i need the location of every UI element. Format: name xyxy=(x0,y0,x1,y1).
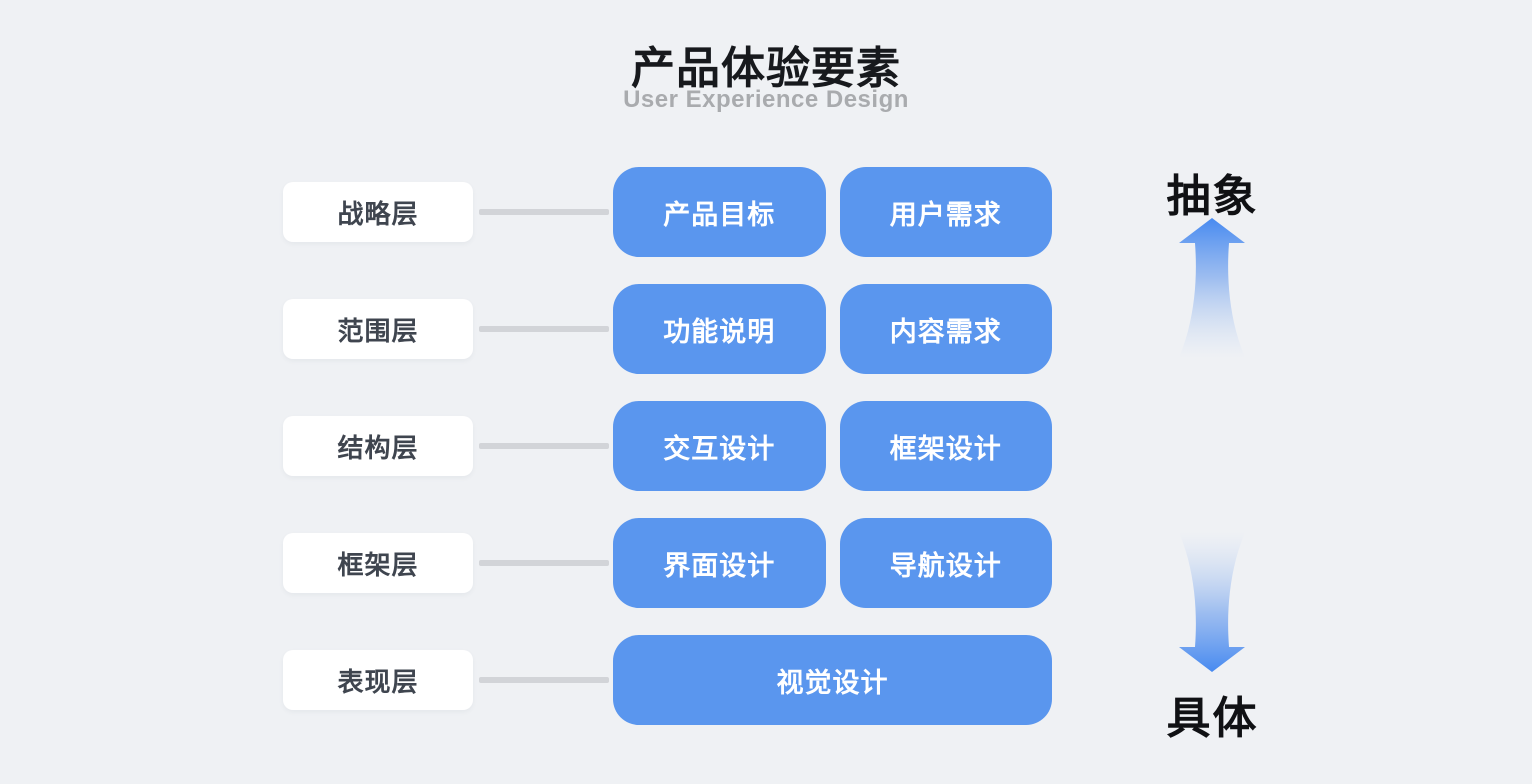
layer-label-scope: 范围层 xyxy=(283,299,473,359)
card-user-needs: 用户需求 xyxy=(839,167,1052,257)
row-strategy: 战略层 产品目标 用户需求 xyxy=(283,167,1052,257)
connector-line xyxy=(479,677,609,683)
row-scope: 范围层 功能说明 内容需求 xyxy=(283,284,1052,374)
card-functional-specs: 功能说明 xyxy=(613,284,826,374)
cards-surface: 视觉设计 xyxy=(613,635,1052,725)
cards-skeleton: 界面设计 导航设计 xyxy=(613,518,1052,608)
layer-label-surface: 表现层 xyxy=(283,650,473,710)
axis-label-concrete: 具体 xyxy=(1166,694,1259,743)
cards-strategy: 产品目标 用户需求 xyxy=(613,167,1052,257)
card-navigation-design: 导航设计 xyxy=(839,518,1052,608)
connector-line xyxy=(479,560,609,566)
card-framework-design: 框架设计 xyxy=(839,401,1052,491)
row-surface: 表现层 视觉设计 xyxy=(283,635,1052,725)
connector-line xyxy=(479,209,609,215)
layer-rows: 战略层 产品目标 用户需求 范围层 功能说明 内容需求 结构层 交互设计 框架设… xyxy=(283,167,1052,725)
down-arrow-icon xyxy=(1179,532,1245,672)
layer-label-strategy: 战略层 xyxy=(283,182,473,242)
row-structure: 结构层 交互设计 框架设计 xyxy=(283,401,1052,491)
cards-scope: 功能说明 内容需求 xyxy=(613,284,1052,374)
card-interface-design: 界面设计 xyxy=(613,518,826,608)
card-content-requirements: 内容需求 xyxy=(839,284,1052,374)
connector-line xyxy=(479,326,609,332)
axis-label-abstract: 抽象 xyxy=(1166,172,1259,221)
layer-label-structure: 结构层 xyxy=(283,416,473,476)
page-title: 产品体验要素 xyxy=(631,44,901,93)
connector-line xyxy=(479,443,609,449)
row-skeleton: 框架层 界面设计 导航设计 xyxy=(283,518,1052,608)
card-interaction-design: 交互设计 xyxy=(613,401,826,491)
up-arrow-icon xyxy=(1179,218,1245,358)
cards-structure: 交互设计 框架设计 xyxy=(613,401,1052,491)
layer-label-skeleton: 框架层 xyxy=(283,533,473,593)
card-product-goal: 产品目标 xyxy=(613,167,826,257)
page-subtitle: User Experience Design xyxy=(623,86,909,113)
card-visual-design: 视觉设计 xyxy=(613,635,1052,725)
